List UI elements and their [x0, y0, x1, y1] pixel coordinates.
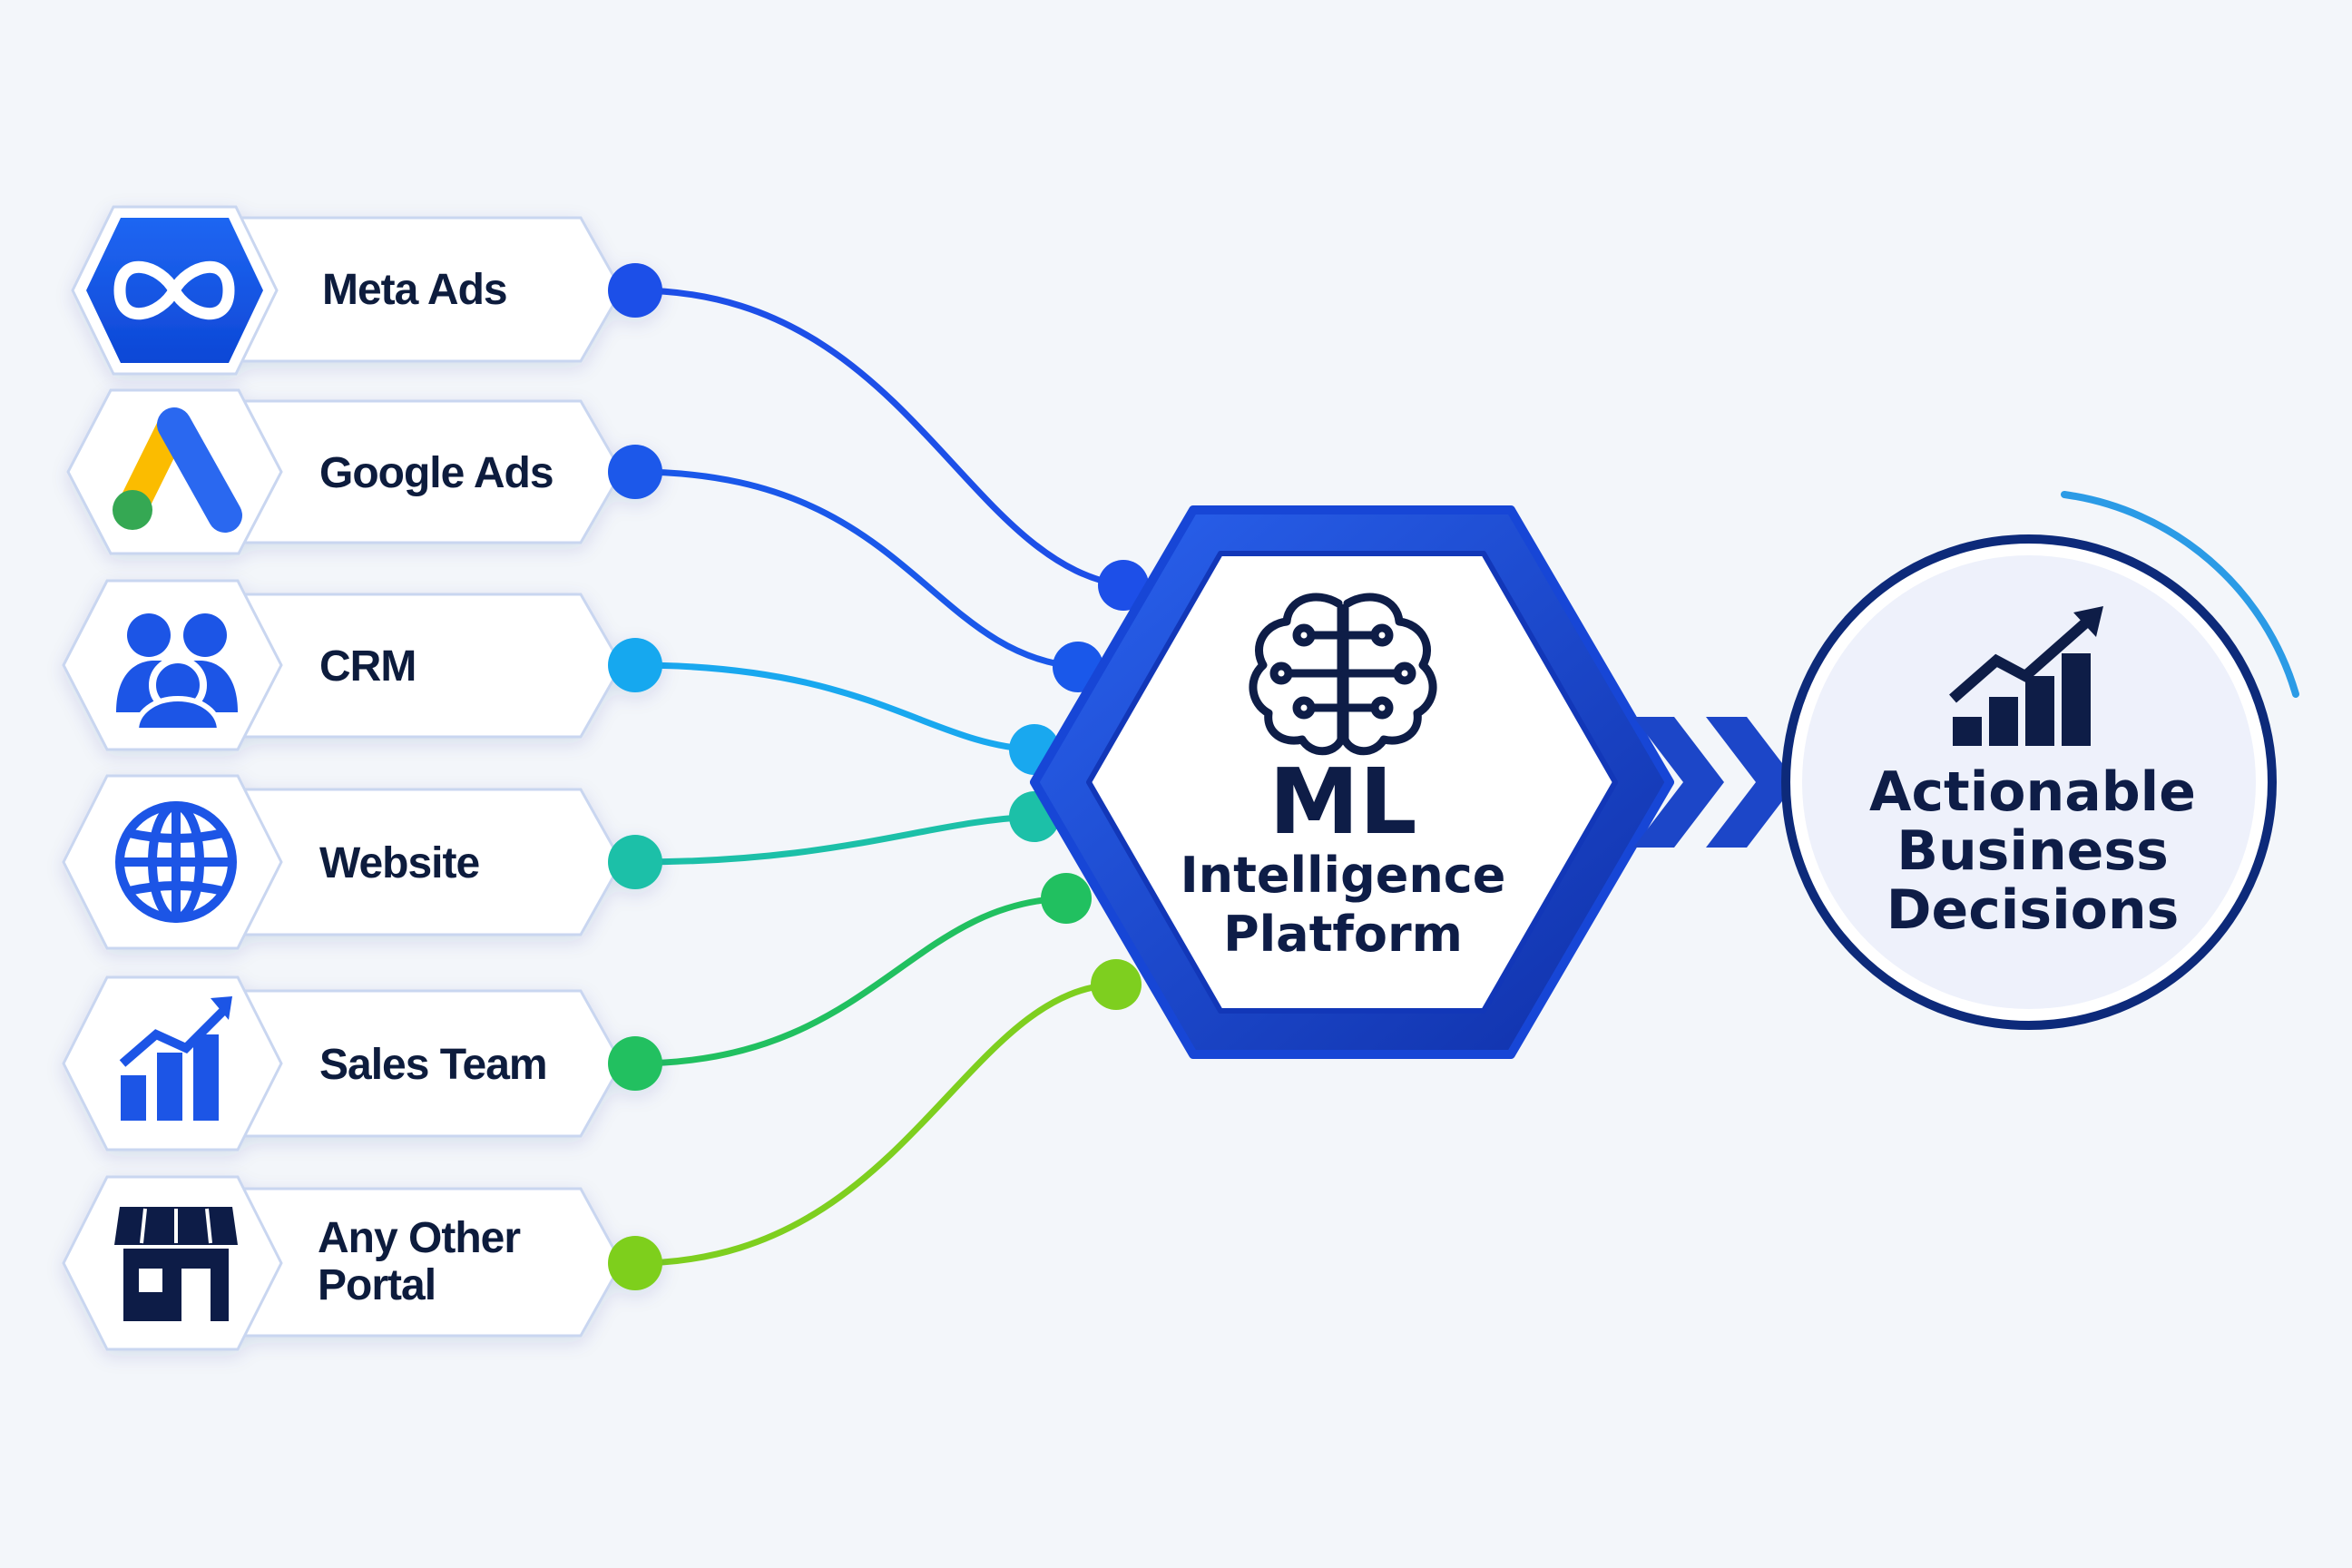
source-label-any-other-portal: Any Other Portal	[318, 1214, 531, 1309]
connector-dot-meta-ads	[608, 263, 662, 318]
connector-dot-sales-team	[608, 1036, 662, 1091]
hub-title: ML	[1269, 749, 1416, 855]
hub-subtitle-line2: Platform	[1223, 906, 1463, 963]
connector-website	[634, 813, 1035, 866]
connector-dot-website	[608, 835, 662, 889]
globe-icon	[115, 801, 237, 923]
source-card-meta-ads[interactable]: Meta Ads	[71, 205, 662, 376]
hub-subtitle-line1: Intelligence	[1181, 847, 1506, 904]
source-label-crm: CRM	[319, 642, 416, 691]
bar-chart-icon	[119, 996, 232, 1121]
connectors	[634, 287, 1124, 1267]
output-line3: Decisions	[1886, 878, 2180, 942]
source-label-any-other-portal-text: Any Other	[318, 1214, 520, 1262]
source-label-any-other-portal-line2: Portal	[318, 1261, 436, 1309]
storefront-icon	[114, 1207, 238, 1321]
connector-meta-ads	[634, 287, 1124, 589]
users-icon	[116, 613, 238, 733]
output-decisions[interactable]: Actionable Business Decisions	[1781, 491, 2299, 1030]
growth-chart-icon	[1949, 606, 2103, 746]
brain-circuit-icon	[1249, 593, 1437, 756]
connector-dot-any-other-portal	[608, 1236, 662, 1290]
double-chevron-icon	[1633, 717, 1797, 848]
output-accent-arc	[2061, 491, 2299, 698]
connector-google-ads	[634, 468, 1079, 671]
source-label-sales-team: Sales Team	[319, 1041, 547, 1089]
source-card-google-ads[interactable]: Google Ads	[66, 388, 662, 555]
connector-dot-google-ads	[608, 445, 662, 499]
meta-infinity-icon	[113, 260, 235, 320]
source-card-any-other-portal[interactable]: Any Other Portal	[62, 1175, 662, 1351]
source-card-website[interactable]: Website	[62, 774, 662, 950]
ml-hub[interactable]: ML Intelligence Platform	[1030, 505, 1674, 1059]
output-line2: Business	[1896, 819, 2169, 883]
source-card-crm[interactable]: CRM	[62, 579, 662, 751]
connector-sales-team	[634, 895, 1067, 1067]
source-card-sales-team[interactable]: Sales Team	[62, 975, 662, 1152]
google-ads-icon	[113, 407, 242, 533]
source-label-meta-ads: Meta Ads	[322, 266, 507, 314]
source-list: Meta Ads Google Ads	[62, 205, 662, 1351]
connector-any-other-portal	[634, 981, 1117, 1267]
connector-crm	[634, 662, 1035, 753]
connector-dot-crm	[608, 638, 662, 692]
source-label-google-ads: Google Ads	[319, 449, 554, 497]
source-label-website: Website	[319, 839, 479, 887]
output-line1: Actionable	[1869, 760, 2196, 824]
